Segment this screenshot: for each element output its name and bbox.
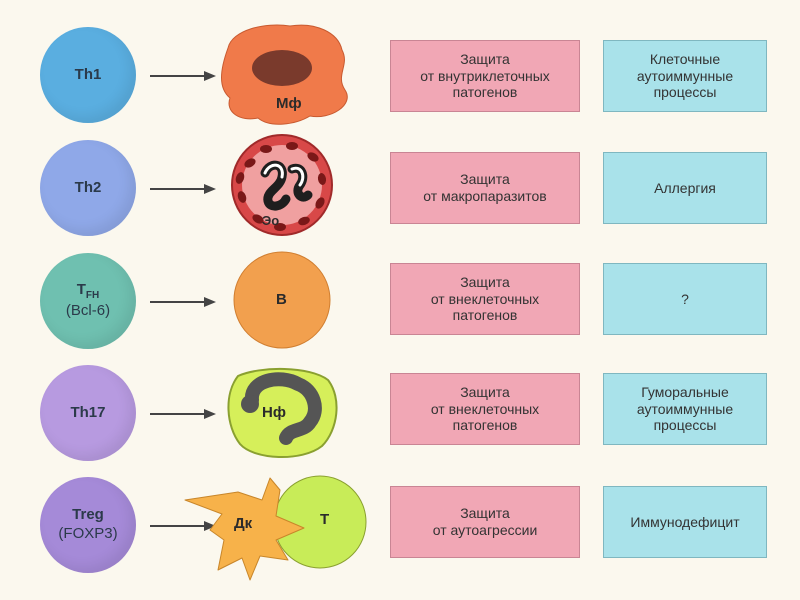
arrow-icon xyxy=(150,71,216,81)
dendritic-t-cell-pair: Дк Т xyxy=(180,470,380,581)
pathology-box-treg: Иммунодефицит xyxy=(603,486,767,558)
th1-label: Th1 xyxy=(74,65,102,83)
b-cell-label: В xyxy=(276,291,287,308)
th1-cell: Th1 xyxy=(40,27,136,123)
arrow-icon xyxy=(150,297,216,307)
eosinophil-label: Эо xyxy=(262,213,280,228)
th17-cell: Th17 xyxy=(40,365,136,461)
pathology-box-th2: Аллергия xyxy=(603,152,767,224)
function-box-th1: Защита от внутриклеточных патогенов xyxy=(390,40,580,112)
row-tfh: TFH (Bcl-6) В Защита от внеклеточных пат… xyxy=(0,246,800,356)
neutrophil-label: Нф xyxy=(262,404,286,421)
th2-cell: Th2 xyxy=(40,140,136,236)
treg-marker-label: (FOXP3) xyxy=(58,525,118,542)
function-box-tfh: Защита от внеклеточных патогенов xyxy=(390,263,580,335)
eosinophil-cell: Эо xyxy=(210,133,380,243)
pathology-box-tfh: ? xyxy=(603,263,767,335)
tfh-marker-label: (Bcl-6) xyxy=(65,302,111,320)
treg-cell: Treg (FOXP3) xyxy=(40,477,136,573)
row-th17: Th17 Нф Защита от внеклеточных патогенов… xyxy=(0,358,800,468)
function-box-th17: Защита от внеклеточных патогенов xyxy=(390,373,580,445)
th17-label: Th17 xyxy=(70,403,106,421)
row-treg: Treg (FOXP3) Дк Т Защита от аутоагрессии… xyxy=(0,470,800,581)
function-box-th2: Защита от макропаразитов xyxy=(390,152,580,224)
arrow-icon xyxy=(150,184,216,194)
t-cell-label: Т xyxy=(320,511,330,528)
tfh-label: TFH xyxy=(77,281,100,303)
th2-label: Th2 xyxy=(74,178,102,196)
macrophage-label: Мф xyxy=(276,95,302,112)
pathology-box-th17: Гуморальные аутоиммунные процессы xyxy=(603,373,767,445)
neutrophil-cell: Нф xyxy=(210,358,380,468)
pathology-box-th1: Клеточные аутоиммунные процессы xyxy=(603,40,767,112)
dendritic-cell-label: Дк xyxy=(234,515,253,532)
treg-label: Treg xyxy=(72,506,104,524)
arrow-icon xyxy=(150,409,216,419)
tfh-label-sub: FH xyxy=(85,289,100,301)
tfh-label-main: T xyxy=(76,280,86,298)
row-th1: Th1 Мф Защита от внутриклеточных патоген… xyxy=(0,20,800,130)
tfh-cell: TFH (Bcl-6) xyxy=(40,253,136,349)
b-cell: В xyxy=(210,246,380,356)
function-box-treg: Защита от аутоагрессии xyxy=(390,486,580,558)
row-th2: Th2 Эо xyxy=(0,133,800,243)
arrow-icon xyxy=(150,521,216,531)
macrophage-cell: Мф xyxy=(210,20,380,130)
